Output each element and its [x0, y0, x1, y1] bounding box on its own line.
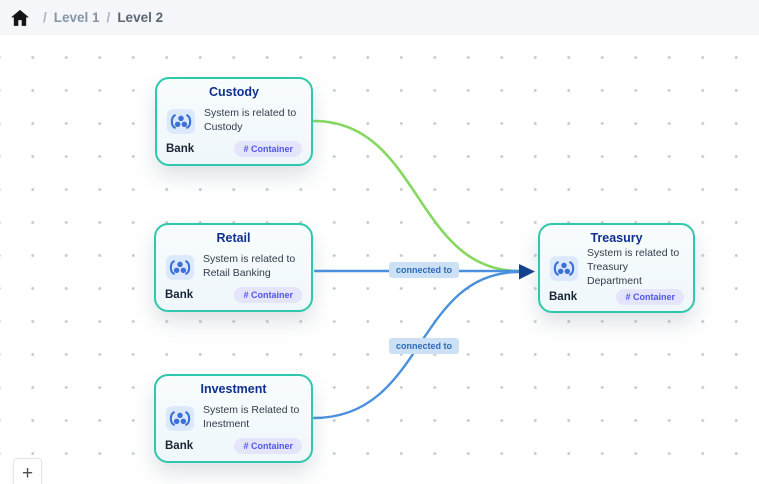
node-custody[interactable]: Custody System is related to Custody Ban…	[155, 77, 313, 166]
container-badge: # Container	[234, 141, 302, 157]
node-treasury[interactable]: Treasury System is related to Treasury D…	[538, 223, 695, 313]
node-type-label: Bank	[165, 440, 194, 452]
node-retail[interactable]: Retail System is related to Retail Banki…	[154, 223, 313, 312]
node-title: Retail	[216, 231, 251, 245]
home-icon	[10, 8, 30, 28]
breadcrumb-separator: /	[43, 10, 47, 25]
node-title: Investment	[200, 382, 267, 396]
zoom-in-button[interactable]: +	[13, 458, 42, 484]
breadcrumb-level-2[interactable]: Level 2	[117, 10, 164, 25]
edge-label-retail-treasury[interactable]: connected to	[388, 262, 460, 278]
node-title: Custody	[209, 85, 259, 99]
node-description: System is related to Treasury Department	[587, 247, 680, 288]
group-icon	[165, 254, 195, 281]
group-icon	[165, 405, 195, 432]
node-description: System is Related to Inestment	[203, 404, 300, 431]
home-button[interactable]	[10, 8, 30, 28]
node-type-label: Bank	[165, 289, 194, 301]
breadcrumb-level-1[interactable]: Level 1	[53, 10, 100, 25]
edge-custody-treasury[interactable]	[312, 119, 521, 273]
node-description: System is related to Custody	[204, 107, 297, 134]
node-title: Treasury	[590, 231, 643, 245]
group-icon	[549, 255, 579, 282]
group-icon	[166, 108, 196, 135]
container-badge: # Container	[234, 287, 302, 303]
node-type-label: Bank	[166, 143, 195, 155]
node-type-label: Bank	[549, 290, 578, 303]
breadcrumb: / Level 1 / Level 2	[0, 0, 759, 35]
container-badge: # Container	[616, 288, 684, 305]
breadcrumb-separator: /	[106, 10, 111, 25]
container-badge: # Container	[234, 438, 302, 454]
edge-label-investment-treasury[interactable]: connected to	[388, 338, 460, 354]
node-investment[interactable]: Investment System is Related to Inestmen…	[154, 374, 313, 463]
node-description: System is related to Retail Banking	[203, 253, 296, 280]
